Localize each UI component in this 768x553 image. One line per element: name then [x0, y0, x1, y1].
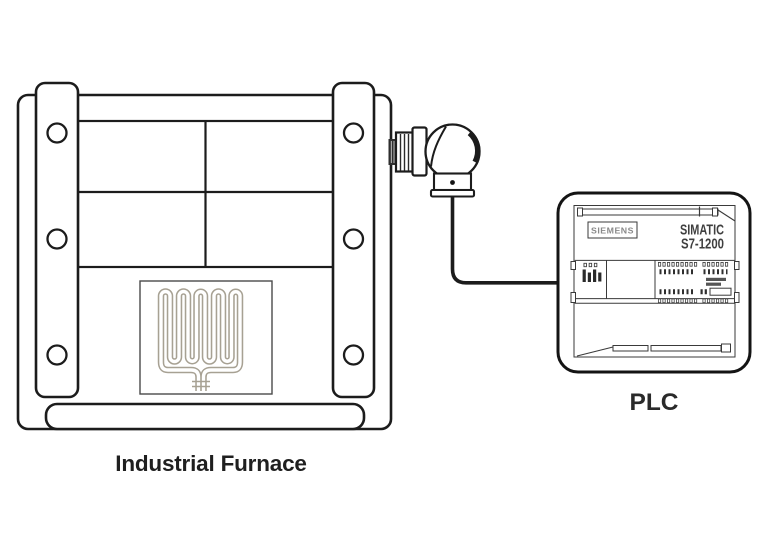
plc-top-slot [577, 206, 736, 222]
element-tube-core [159, 289, 242, 391]
mount-tab [570, 292, 576, 303]
status-led-bar [593, 269, 597, 282]
siemens-logo-box [587, 221, 638, 239]
plc: SIEMENS SIMATIC S7-1200 [556, 191, 752, 416]
temperature-sensor [388, 123, 481, 198]
status-led-bar [598, 272, 602, 282]
top-slot-cap-right [712, 207, 718, 217]
status-led-bar [587, 272, 591, 282]
top-edge-diagonal [717, 209, 736, 222]
bolt-icon [342, 344, 365, 366]
top-slot-cap-left [577, 207, 583, 217]
sensor-dome-shadow [467, 130, 481, 164]
plc-io-terminals [658, 262, 732, 304]
io-slot [709, 287, 732, 296]
status-led-bar [582, 269, 586, 282]
top-slot [578, 208, 719, 216]
sensor-to-plc-cable [450, 196, 559, 285]
spec-text-block [706, 282, 721, 286]
furnace-panels [76, 119, 336, 269]
plc-status-leds [582, 262, 602, 282]
sensor-dome-seam [430, 125, 447, 167]
industrial-furnace: Industrial Furnace [16, 81, 393, 476]
siemens-logo: SIEMENS [591, 226, 634, 236]
plc-label: PLC [630, 389, 679, 416]
mount-tab [570, 261, 576, 270]
mount-tab [734, 261, 740, 270]
plc-io-band [570, 259, 740, 304]
spec-text-block [706, 277, 726, 281]
bolt-icon [46, 228, 68, 250]
sensor-mount [388, 139, 397, 165]
mount-tab [734, 292, 740, 303]
bolts [46, 122, 365, 366]
plc-model-line1: SIMATIC [680, 222, 724, 239]
din-slot [650, 345, 722, 352]
bolt-icon [342, 122, 365, 144]
sensor-base-dot [450, 180, 455, 185]
bolt-icon [342, 228, 365, 250]
bolt-icon [46, 122, 68, 144]
sensor-flange [429, 188, 476, 198]
furnace-base [44, 402, 366, 431]
heating-element-icon [157, 288, 244, 391]
din-diagonal [576, 346, 614, 357]
din-slot [612, 345, 649, 352]
heating-element-window [139, 280, 273, 395]
bolt-icon [46, 344, 68, 366]
din-slot-cap [721, 343, 731, 353]
plc-model-line2: S7-1200 [681, 236, 724, 253]
plc-din-rail [576, 343, 731, 357]
furnace-label: Industrial Furnace [115, 451, 306, 476]
